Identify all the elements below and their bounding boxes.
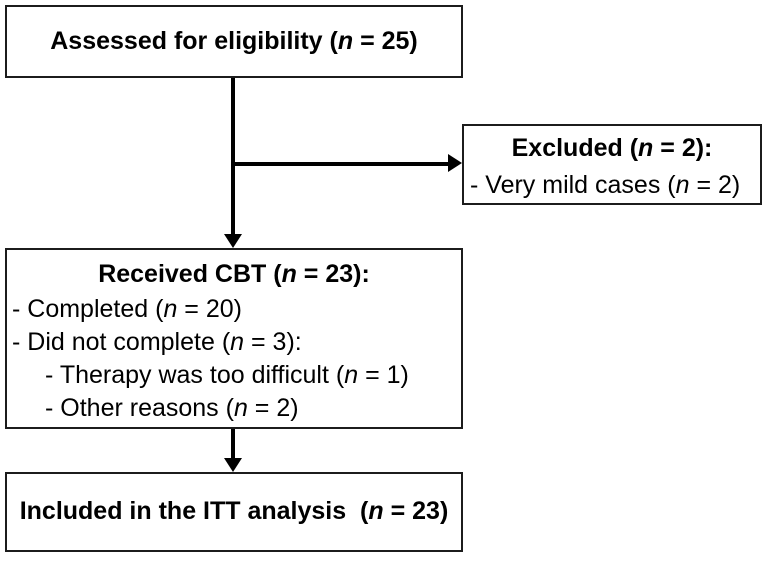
- arrowhead-right-icon: [448, 154, 462, 172]
- excluded-title: Excluded (n = 2):: [511, 134, 713, 162]
- arrowhead-down-icon: [224, 458, 242, 472]
- itt-analysis-box: Included in the ITT analysis (n = 23): [5, 472, 463, 552]
- received-detail-therapy-too-difficult: - Therapy was too difficult (n = 1): [45, 361, 409, 389]
- itt-analysis-label: Included in the ITT analysis (n = 23): [19, 497, 449, 526]
- assessed-eligibility-label: Assessed for eligibility (n = 25): [50, 26, 418, 55]
- arrowhead-down-icon: [224, 234, 242, 248]
- assessed-eligibility-box: Assessed for eligibility (n = 25): [5, 5, 463, 78]
- excluded-reason: - Very mild cases (n = 2): [470, 171, 741, 199]
- connector-line-vertical-top: [231, 78, 235, 238]
- received-detail-other-reasons: - Other reasons (n = 2): [45, 394, 299, 422]
- excluded-box: Excluded (n = 2): - Very mild cases (n =…: [462, 124, 762, 205]
- connector-line-to-excluded: [231, 162, 448, 166]
- received-detail-did-not-complete: - Did not complete (n = 3):: [12, 328, 302, 356]
- received-cbt-title: Received CBT (n = 23):: [98, 260, 370, 288]
- connector-line-vertical-bottom: [231, 429, 235, 460]
- received-detail-completed: - Completed (n = 20): [12, 295, 242, 323]
- received-cbt-box: Received CBT (n = 23): - Completed (n = …: [5, 248, 463, 429]
